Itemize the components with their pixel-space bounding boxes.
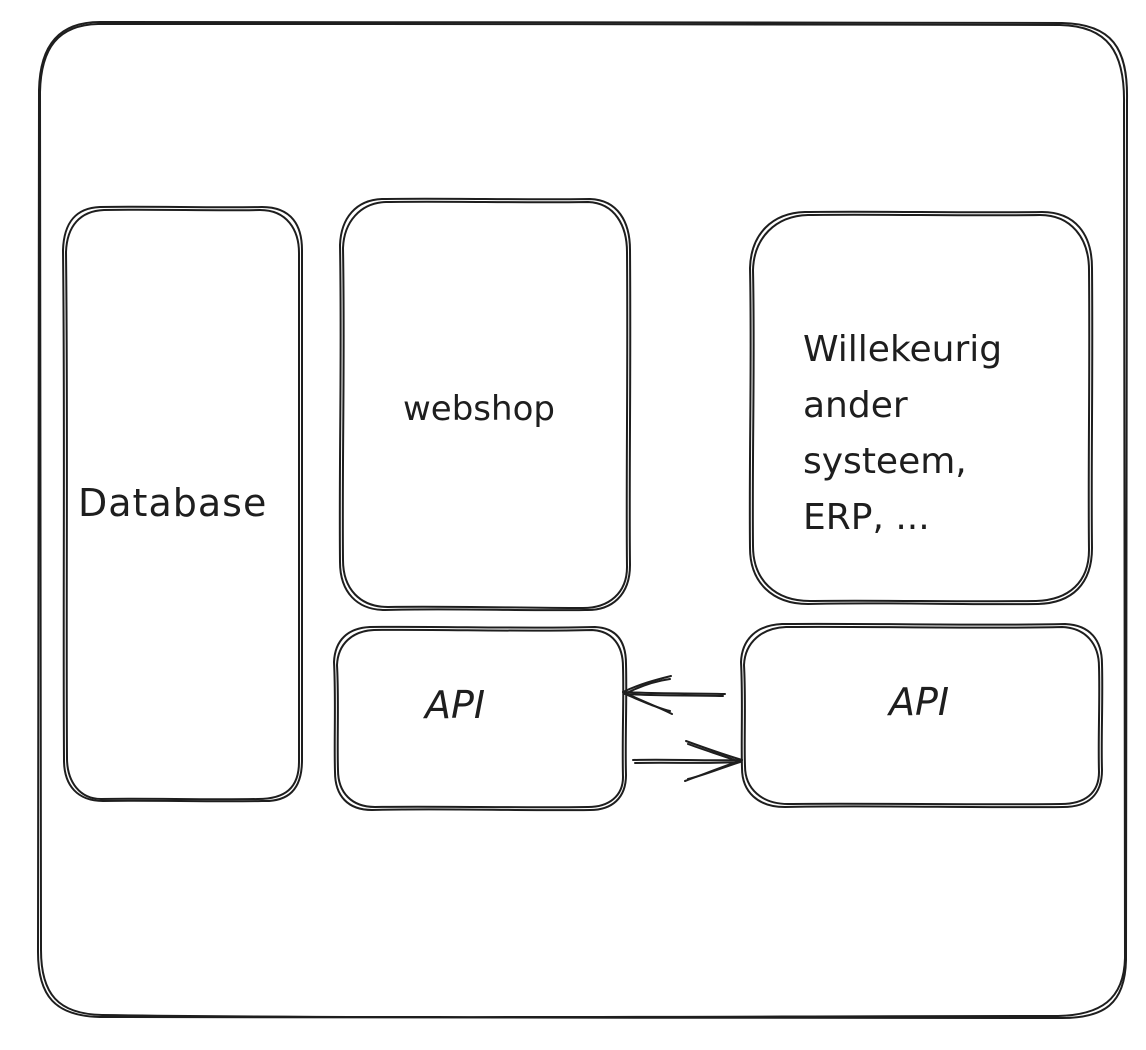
other-system-label: Willekeurig ander systeem, ERP, ... <box>803 329 1003 538</box>
arrow-to-erp-api <box>632 740 743 782</box>
api-left-label: API <box>425 683 486 727</box>
arrow-to-webshop-api <box>622 675 726 715</box>
api-right-label: API <box>889 680 950 724</box>
api-left-box <box>333 625 628 812</box>
database-box <box>62 205 304 803</box>
outer-frame <box>36 20 1129 1020</box>
webshop-label: webshop <box>403 389 555 429</box>
webshop-box <box>338 197 632 612</box>
api-right-box <box>740 622 1104 809</box>
other-system-box <box>748 210 1094 606</box>
database-label: Database <box>78 481 268 525</box>
